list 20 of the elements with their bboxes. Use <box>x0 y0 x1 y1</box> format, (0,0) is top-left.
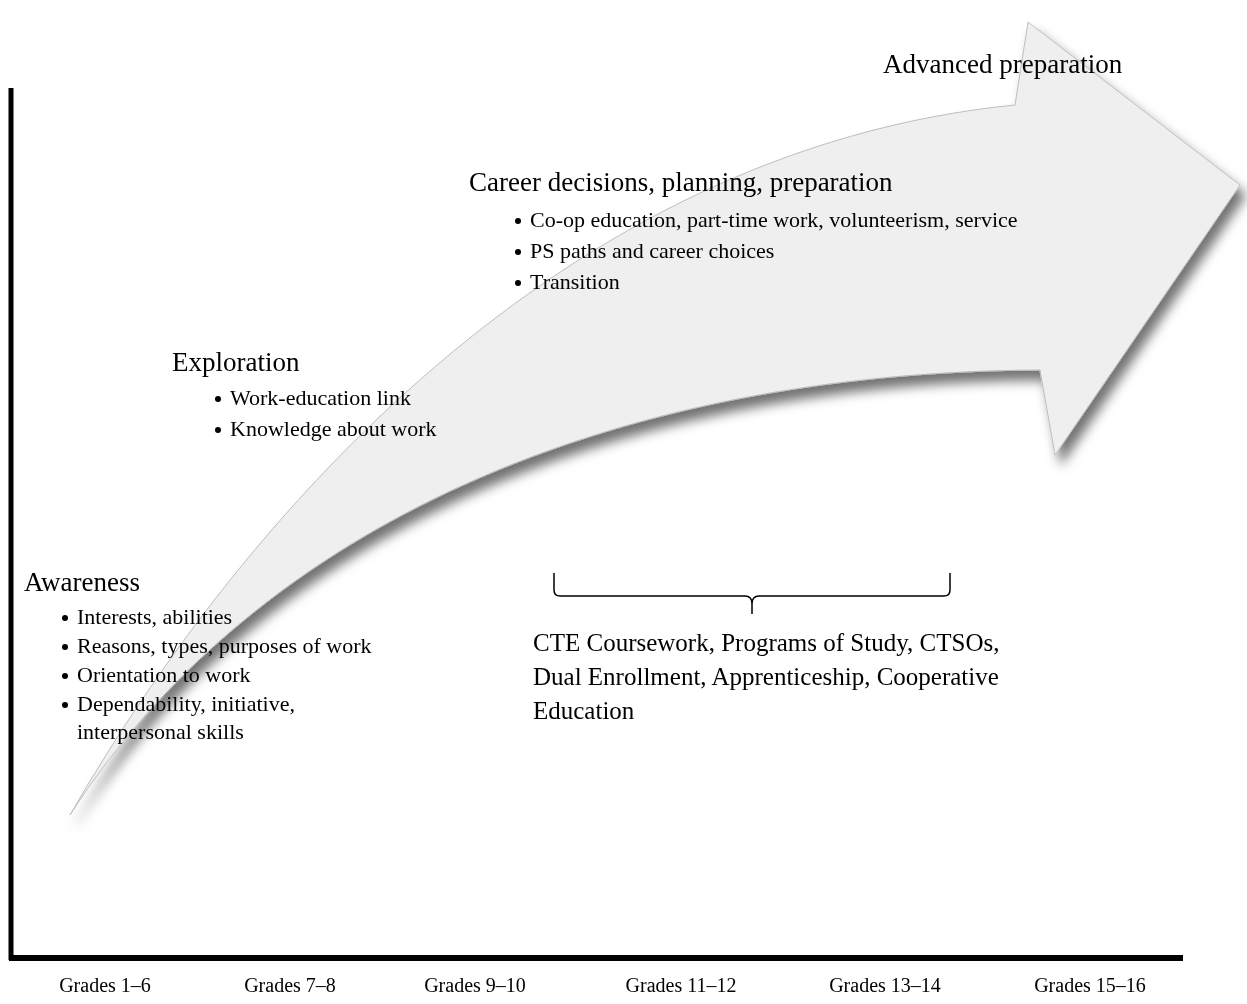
bullet-item: PS paths and career choices <box>530 237 775 265</box>
bullet-item: Interests, abilities <box>77 603 233 631</box>
stage-heading: Career decisions, planning, preparation <box>469 166 894 198</box>
axis-label: Grades 7–8 <box>243 973 337 998</box>
bullet-item: Work-education link <box>230 384 411 412</box>
bullet-item: Co-op education, part-time work, volunteerism, service <box>530 206 1018 234</box>
bullet-item: Orientation to work <box>77 661 251 689</box>
axis-label: Grades 11–12 <box>624 973 738 998</box>
bullet-item: Transition <box>530 268 620 296</box>
bullet-item: Knowledge about work <box>230 415 437 443</box>
stage-heading: Awareness <box>24 566 141 598</box>
axis-label: Grades 9–10 <box>423 973 527 998</box>
stage-heading: Advanced preparation <box>883 48 1124 80</box>
note-text: CTE Coursework, Programs of Study, CTSOs, Dual Enrollment, Apprenticeship, Cooperative Education <box>533 628 1001 726</box>
bullet-item: Dependability, initiative, interpersonal skills <box>77 690 296 746</box>
stage-heading: Exploration <box>172 346 301 378</box>
axis-label: Grades 15–16 <box>1033 973 1147 998</box>
axis-label: Grades 13–14 <box>828 973 942 998</box>
axis-label: Grades 1–6 <box>58 973 152 998</box>
bullet-item: Reasons, types, purposes of work <box>77 632 372 660</box>
